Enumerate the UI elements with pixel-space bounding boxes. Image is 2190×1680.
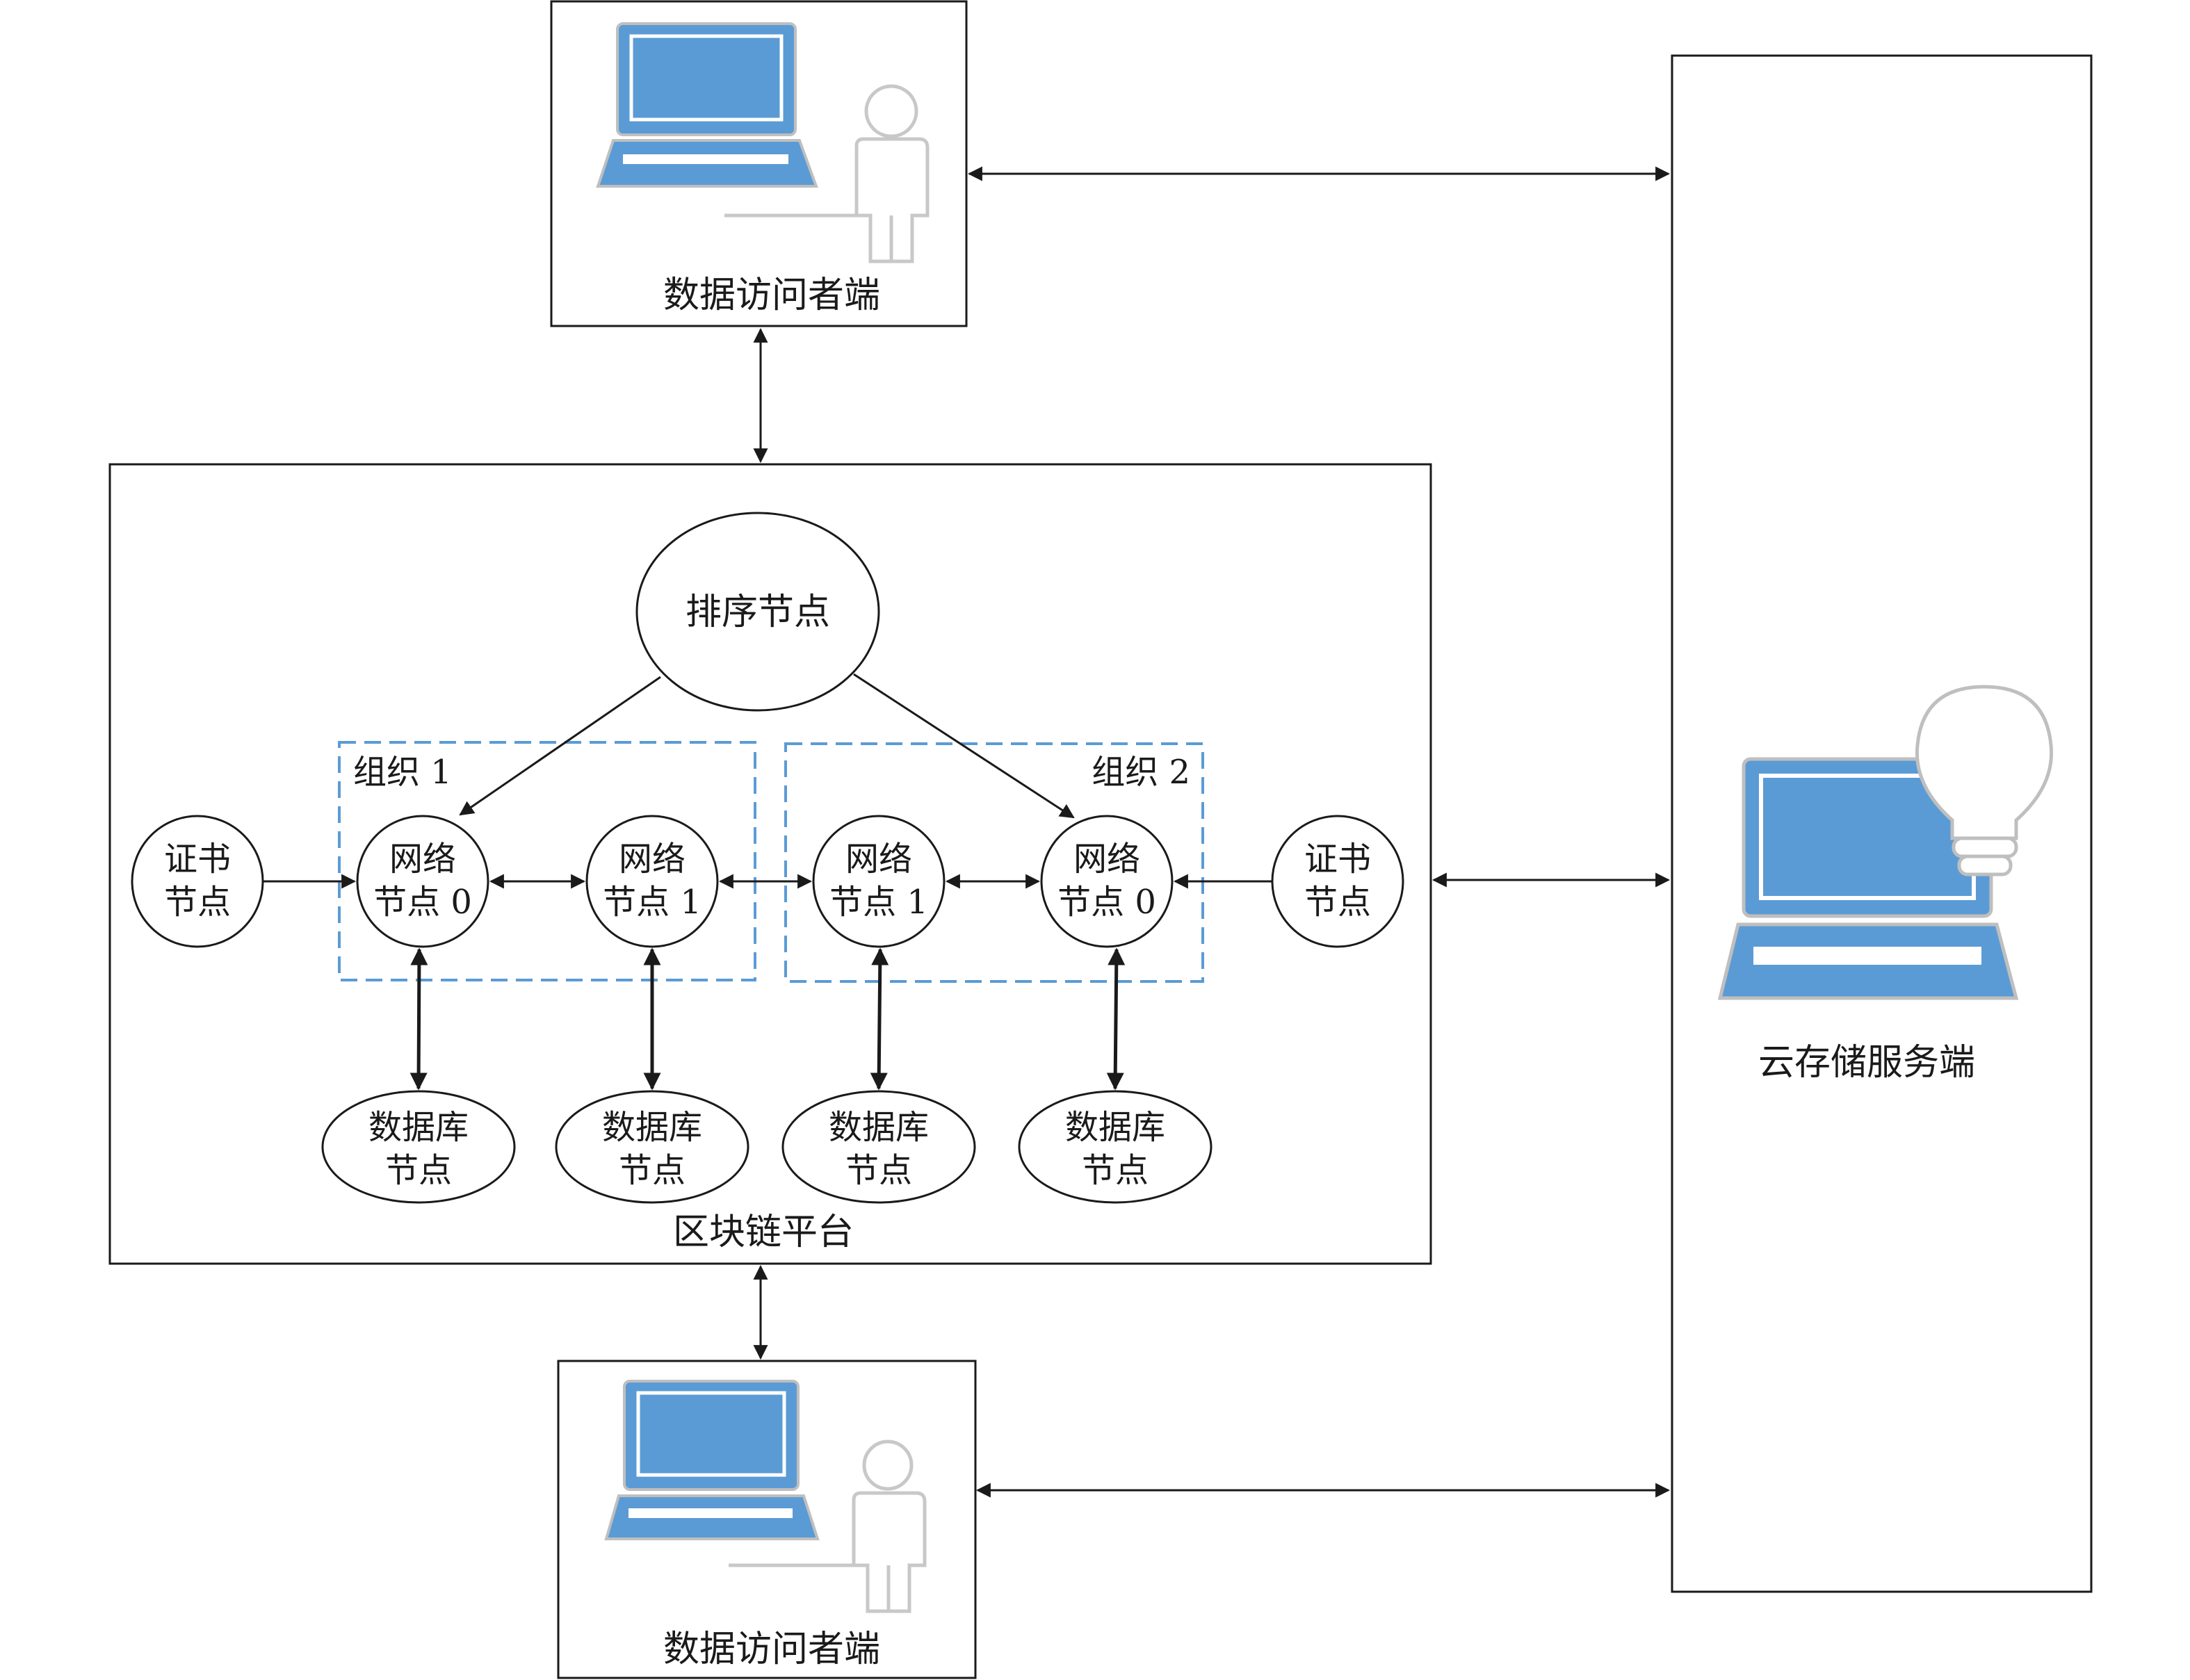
bottom-data-accessor-box: 数据访问者端 [557, 1360, 977, 1679]
cert-right-line1: 证书 [1304, 840, 1371, 879]
peer-label-line1: 网络 [389, 840, 456, 879]
peer-node-org2-0: 网络 节点 0 [1040, 815, 1174, 948]
laptop-icon [1717, 757, 2019, 1000]
user-icon [729, 1440, 927, 1613]
peer-label-line2: 节点 1 [603, 883, 701, 922]
arrow-orderer-to-peer-org2-0 [853, 673, 1075, 819]
cert-right-line2: 节点 [1304, 883, 1371, 922]
cert-left-line2: 节点 [164, 883, 231, 922]
peer-label-line1: 网络 [1073, 840, 1140, 879]
database-label-line1: 数据库 [368, 1108, 469, 1147]
org2-boundary [784, 742, 1204, 983]
cloud-server-label: 云存储服务端 [1758, 1042, 1975, 1084]
peer-label-line1: 网络 [845, 840, 912, 879]
database-label-line2: 节点 [1082, 1151, 1149, 1190]
connectors [263, 166, 1671, 1498]
orderer-node: 排序节点 [635, 512, 880, 712]
database-label-line1: 数据库 [602, 1108, 702, 1147]
laptop-icon [604, 1380, 820, 1540]
cert-node-left: 证书 节点 [131, 815, 264, 948]
peer-node-org1-0: 网络 节点 0 [356, 815, 489, 948]
top-client-label: 数据访问者端 [663, 275, 880, 316]
org1-label: 组织 1 [353, 753, 452, 792]
cloud-storage-server-box: 云存储服务端 [1671, 54, 2093, 1593]
database-node-3: 数据库 节点 [781, 1090, 976, 1204]
orderer-label: 排序节点 [686, 592, 830, 633]
lightbulb-icon [1915, 685, 2054, 876]
peer-node-org1-1: 网络 节点 1 [585, 815, 719, 948]
peer-label-line2: 节点 0 [373, 883, 472, 922]
arrow-peer-to-db-4 [1106, 947, 1126, 1091]
database-node-2: 数据库 节点 [555, 1090, 749, 1204]
peer-label-line2: 节点 0 [1057, 883, 1156, 922]
database-label-line2: 节点 [619, 1151, 686, 1190]
bottom-client-label: 数据访问者端 [663, 1629, 880, 1670]
peer-label-line1: 网络 [619, 840, 686, 879]
database-label-line2: 节点 [845, 1151, 912, 1190]
database-label-line1: 数据库 [1065, 1108, 1165, 1147]
top-data-accessor-box: 数据访问者端 [550, 0, 968, 327]
database-node-4: 数据库 节点 [1018, 1090, 1212, 1204]
cert-left-line1: 证书 [164, 840, 231, 879]
blockchain-platform-box: 组织 1 组织 2 排序节点 证书 节点 证书 节点 网络 节点 0 网络 节点… [108, 463, 1432, 1265]
laptop-icon [596, 22, 818, 188]
peer-label-line2: 节点 1 [829, 883, 928, 922]
org1-boundary [338, 741, 756, 981]
database-label-line2: 节点 [385, 1151, 452, 1190]
database-node-1: 数据库 节点 [321, 1090, 516, 1204]
arrow-orderer-to-peer-org1-0 [459, 676, 661, 816]
org2-label: 组织 2 [1092, 753, 1190, 792]
user-icon [724, 84, 930, 263]
cert-node-right: 证书 节点 [1271, 815, 1404, 948]
platform-label: 区块链平台 [673, 1212, 854, 1253]
peer-node-org2-1: 网络 节点 1 [812, 815, 946, 948]
database-label-line1: 数据库 [829, 1108, 929, 1147]
arrow-peer-to-db-3 [870, 947, 889, 1091]
